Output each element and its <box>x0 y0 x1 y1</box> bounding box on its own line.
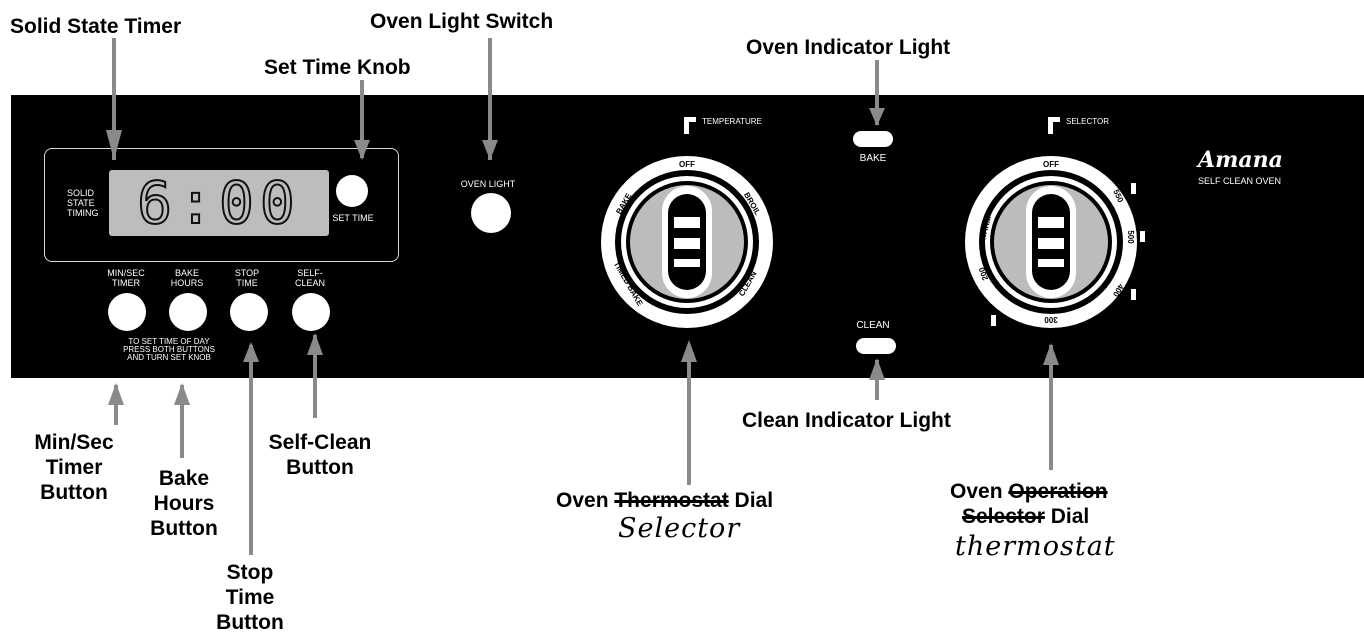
temperature-dial-off: OFF <box>679 160 695 169</box>
selector-dial-300: 300 <box>1044 315 1058 324</box>
callout-self-clean-button: Self-Clean Button <box>268 431 372 479</box>
temperature-dial-title: TEMPERATURE <box>702 117 762 126</box>
callout-stop-time-button: Stop Time Button <box>216 561 284 634</box>
callout-set-time-knob: Set Time Knob <box>264 56 411 79</box>
callout-oven-thermostat-dial: Oven Thermostat Dial <box>556 489 774 512</box>
brand-subtitle: SELF CLEAN OVEN <box>1198 176 1282 186</box>
callout-min-sec-timer-button: Min/Sec Timer Button <box>34 431 114 504</box>
bake-hours-button[interactable] <box>169 293 207 331</box>
handwritten-selector-note: Selector <box>618 513 741 544</box>
callout-oven-light-switch: Oven Light Switch <box>370 10 554 33</box>
selector-dial-200: 200 <box>977 266 990 282</box>
oven-light-label: OVEN LIGHT <box>460 179 516 189</box>
callout-clean-indicator-light: Clean Indicator Light <box>742 409 951 432</box>
set-time-instructions: TO SET TIME OF DAY PRESS BOTH BUTTONS AN… <box>123 337 215 362</box>
solid-state-timer <box>44 148 399 262</box>
callout-bake-hours-button: Bake Hours Button <box>150 467 218 540</box>
timer-label: SOLID STATE TIMING <box>67 188 99 218</box>
control-panel: SOLID STATE TIMING 6:00 SET TIME OVEN LI… <box>11 95 1364 378</box>
self-clean-button[interactable] <box>292 293 330 331</box>
handwritten-thermostat-note: thermostat <box>955 531 1116 562</box>
set-time-knob[interactable] <box>336 175 368 207</box>
clean-indicator-label: CLEAN <box>856 320 890 331</box>
bake-indicator-label: BAKE <box>859 153 887 164</box>
oven-light-switch[interactable] <box>471 193 511 233</box>
min-sec-timer-button[interactable] <box>108 293 146 331</box>
brand-logo: Amana <box>1198 147 1283 173</box>
timer-display: 6:00 <box>109 168 329 238</box>
selector-dial-off: OFF <box>1043 160 1059 169</box>
selector-dial-title: SELECTOR <box>1066 117 1109 126</box>
temperature-dial[interactable]: TEMPERATURE OFF BAKE BROIL TIMED BAKE CL… <box>590 113 790 341</box>
selector-dial-500: 500 <box>1126 230 1135 244</box>
stop-time-button[interactable] <box>230 293 268 331</box>
selector-dial[interactable]: SELECTOR OFF WARM 200 300 400 500 550 <box>948 113 1148 341</box>
callout-oven-indicator-light: Oven Indicator Light <box>746 36 951 59</box>
oven-indicator-light <box>853 131 893 147</box>
callout-oven-operation-selector-dial: Oven Operation Selector Dial <box>950 480 1108 528</box>
timer-display-value: 6:00 <box>136 168 301 238</box>
self-clean-label: SELF-CLEAN <box>294 268 325 288</box>
clean-indicator-light <box>856 338 896 354</box>
set-time-label: SET TIME <box>332 213 374 223</box>
callout-solid-state-timer: Solid State Timer <box>10 15 182 38</box>
